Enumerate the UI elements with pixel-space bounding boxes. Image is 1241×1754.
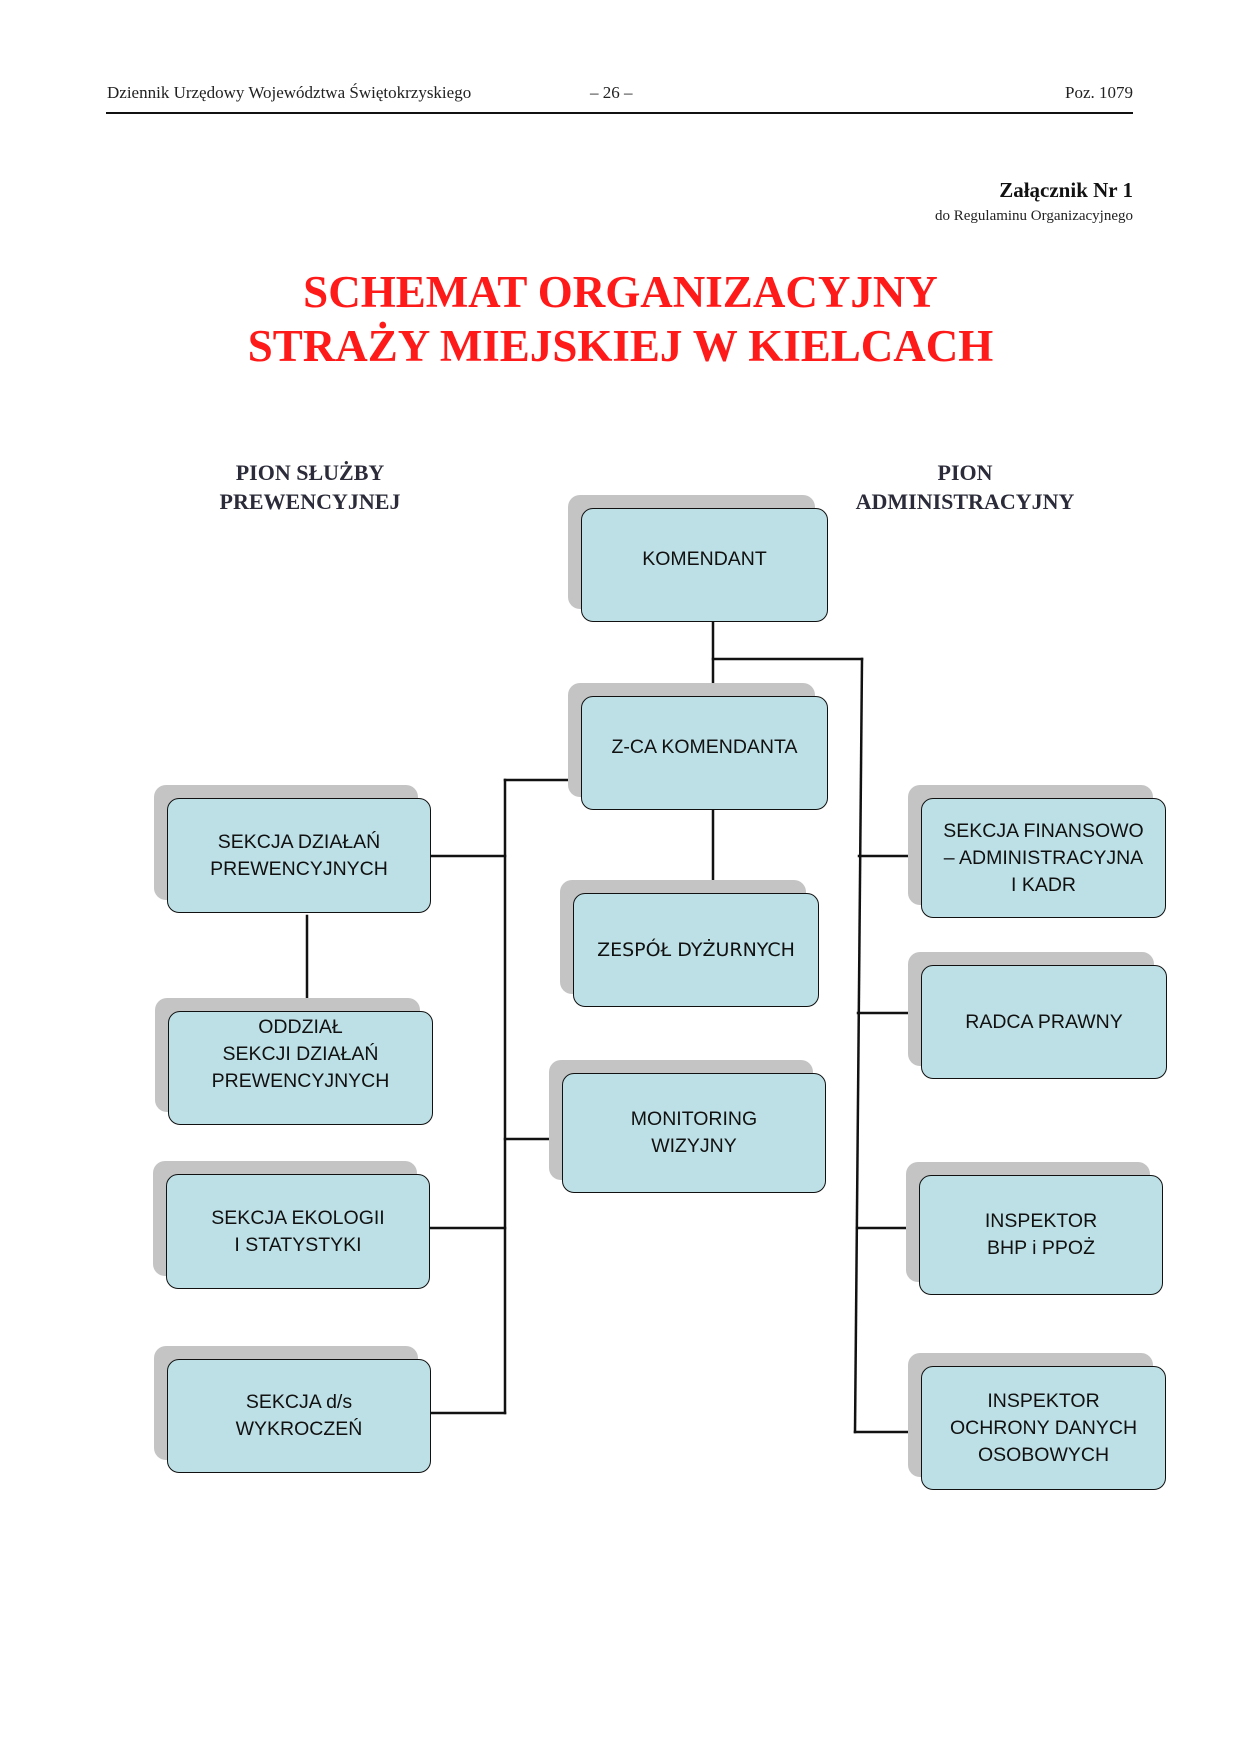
zastepca-komendanta-label: Z-CA KOMENDANTA: [611, 736, 798, 758]
annex-subtitle: do Regulaminu Organizacyjnego: [934, 208, 1133, 224]
komendant-label: KOMENDANT: [642, 548, 767, 570]
annex-title: Załącznik Nr 1: [999, 178, 1133, 202]
pion-prevention-label: PION SŁUŻBY PREWENCYJNEJ: [219, 460, 401, 514]
header-rule: [106, 112, 1133, 114]
sekcja-dzialan-prewencyjnych-label: SEKCJA DZIAŁAŃ PREWENCYJNYCH: [210, 830, 388, 880]
monitoring-wizyjny-label: MONITORING WIZYJNY: [630, 1108, 758, 1157]
page-number: – 26 –: [590, 83, 633, 102]
box-komendant: KOMENDANT: [581, 508, 828, 622]
title-line-1: SCHEMAT ORGANIZACYJNY: [303, 267, 938, 317]
box-sekcja-wykroczen: SEKCJA d/s WYKROCZEŃ: [167, 1359, 431, 1473]
journal-name: Dziennik Urzędowy Województwa Świętokrzy…: [107, 83, 472, 102]
radca-prawny-label: RADCA PRAWNY: [965, 1010, 1123, 1033]
inspektor-bhp-label: INSPEKTOR BHP i PPOŻ: [984, 1210, 1098, 1259]
document-title: SCHEMAT ORGANIZACYJNY STRAŻY MIEJSKIEJ W…: [0, 265, 1241, 373]
sekcja-finansowo-administracyjna-label: SEKCJA FINANSOWO – ADMINISTRACYJNA I KAD…: [943, 819, 1144, 896]
pion-administration-label: PION ADMINISTRACYJNY: [855, 460, 1075, 514]
inspektor-ochrony-danych-label: INSPEKTOR OCHRONY DANYCH OSOBOWYCH: [949, 1389, 1138, 1466]
box-sekcja-ekologii: SEKCJA EKOLOGII I STATYSTYKI: [166, 1174, 430, 1289]
box-monitoring-wizyjny: MONITORING WIZYJNY: [562, 1073, 826, 1193]
sekcja-ekologii-label: SEKCJA EKOLOGII I STATYSTYKI: [211, 1206, 385, 1256]
box-oddzial-sekcji: ODDZIAŁ SEKCJI DZIAŁAŃ PREWENCYJNYCH: [168, 1011, 433, 1125]
box-sekcja-finansowo-administracyjna: SEKCJA FINANSOWO – ADMINISTRACYJNA I KAD…: [921, 798, 1166, 918]
position-number: Poz. 1079: [1065, 83, 1133, 102]
box-zastepca-komendanta: Z-CA KOMENDANTA: [581, 696, 828, 810]
sekcja-wykroczen-label: SEKCJA d/s WYKROCZEŃ: [235, 1391, 363, 1440]
title-line-2: STRAŻY MIEJSKIEJ W KIELCACH: [247, 321, 994, 371]
box-sekcja-dzialan-prewencyjnych: SEKCJA DZIAŁAŃ PREWENCYJNYCH: [167, 798, 431, 913]
box-zespol-dyzurnych: ZESPÓŁ DYŻURNYCH: [573, 893, 819, 1007]
box-radca-prawny: RADCA PRAWNY: [921, 965, 1167, 1079]
box-inspektor-ochrony-danych: INSPEKTOR OCHRONY DANYCH OSOBOWYCH: [921, 1366, 1166, 1490]
oddzial-sekcji-label: ODDZIAŁ SEKCJI DZIAŁAŃ PREWENCYJNYCH: [211, 1016, 390, 1092]
zespol-dyzurnych-label: ZESPÓŁ DYŻURNYCH: [597, 938, 795, 961]
box-inspektor-bhp: INSPEKTOR BHP i PPOŻ: [919, 1175, 1163, 1295]
admin-trunk: [853, 657, 864, 1434]
